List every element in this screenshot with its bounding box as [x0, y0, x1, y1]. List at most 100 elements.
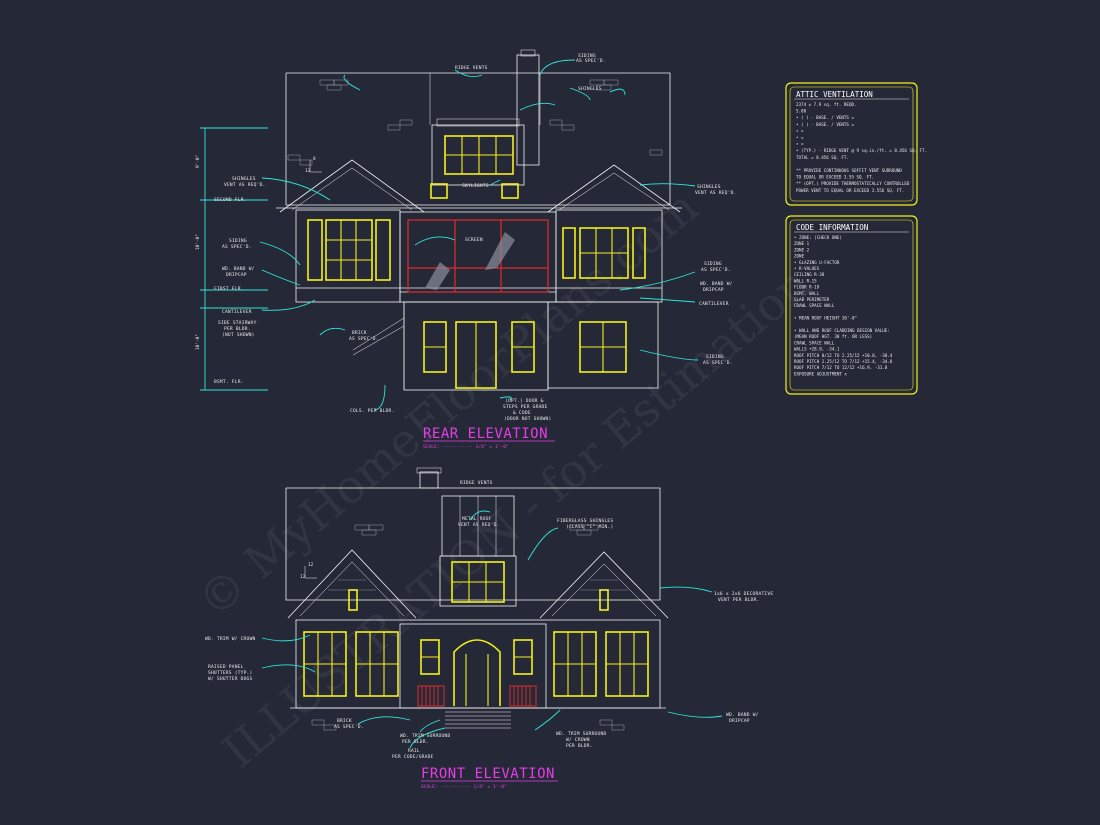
attic-line: • ( ) - BASE. / VENTS = [796, 115, 854, 120]
code-line: (MEAN ROOF HGT. 30 ft. OR LESS) [794, 334, 872, 339]
front-label-band-2: DRIPCAP [729, 718, 750, 724]
front-label-decorative-1: 1x6 x 2x6 DECORATIVE [714, 591, 773, 597]
code-line: ZONE 2 [794, 247, 810, 252]
rear-label-brick-1: BRICK [352, 330, 367, 336]
rear-label-band-r2: DRIPCAP [703, 287, 724, 293]
code-line: SLAB PERIMETER [794, 297, 830, 302]
code-line: CRAWL SPACE WALL [794, 340, 835, 345]
attic-ventilation-panel: ATTIC VENTILATION 2374 ± 7.9 sq. ft. REQ… [785, 82, 927, 206]
rear-elevation-scale: SCALE: ----------- 1/4" = 1'-0" [423, 444, 509, 450]
rear-label-band-r1: WD. BAND W/ [700, 281, 733, 287]
rear-dim-3: 10'-0" [195, 334, 201, 350]
rear-label-siding-r1: SIDING [704, 261, 722, 267]
front-label-brick-2: AS SPEC'D. [334, 724, 364, 730]
rear-label-screen: SCREEN [465, 237, 483, 243]
rear-label-shingles-vent-r2: VENT AS REQ'D. [695, 190, 737, 196]
attic-line: ** (OPT.) PROVIDE THERMOSTATICALLY CONTR… [796, 181, 910, 186]
rear-label-bsmt-flr: BSMT. FLR. [214, 379, 244, 385]
code-line: ROOF PITCH 2.25/12 TO 7/12 +15.4, -34.8 [794, 359, 893, 364]
code-line: • GLAZING U-FACTOR [794, 260, 840, 265]
front-label-metal-roof-1: METAL ROOF [462, 516, 492, 522]
attic-ventilation-lines: 2374 ± 7.9 sq. ft. REQD.5.00• ( ) - BASE… [796, 102, 927, 193]
code-line: WALL R-15 [794, 278, 817, 283]
code-line: FLOOR R-19 [794, 285, 820, 290]
attic-line: 2374 ± 7.9 sq. ft. REQD. [796, 102, 857, 107]
front-label-trim-surround-crown-3: PER BLDR. [566, 743, 593, 749]
rear-dim-2: 10'-0" [195, 234, 201, 250]
code-line: CRAWL SPACE WALL [794, 303, 835, 308]
rear-label-band-l1: WD. BAND W/ [222, 266, 255, 272]
rear-label-door-3: & CODE [513, 410, 531, 416]
front-label-brick-1: BRICK [337, 718, 352, 724]
attic-line: • (TYP.) - RIDGE VENT @ 9 sq.in./ft. = 8… [796, 148, 927, 153]
front-label-fiberglass-2: (CLASS "C" MIN.) [566, 524, 613, 530]
front-label-shutters-3: W/ SHUTTER DOGS [208, 676, 253, 682]
attic-line: • = [796, 142, 804, 147]
rear-label-door-1: (OPT.) DOOR & [505, 398, 544, 404]
front-label-trim-surround-crown-2: W/ CROWN [566, 737, 590, 743]
front-label-rail-2: PER CODE/GRADE [392, 754, 434, 760]
rear-label-first-flr: FIRST FLR. [214, 286, 244, 292]
rear-label-band-l2: DRIPCAP [226, 272, 247, 278]
rear-label-stair-1: SIDE STAIRWAY [218, 320, 257, 326]
rear-label-cantilever-l: CANTILEVER [222, 309, 252, 315]
attic-line: • ( ) - BASE. / VENTS = [796, 122, 854, 127]
code-information-title: CODE INFORMATION [796, 223, 868, 232]
attic-line: 5.00 [796, 109, 807, 114]
attic-line: • = [796, 135, 804, 140]
code-line: ROOF PITCH 7/12 TO 12/12 +16.9, -31.8 [794, 365, 888, 370]
rear-label-siding-l1: SIDING [229, 238, 247, 244]
rear-label-stair-2: PER BLDR. [224, 326, 251, 332]
rear-label-ridge-vents: RIDGE VENTS [455, 65, 488, 71]
attic-line: POWER VENT TO EQUAL OR EXCEED 3.556 SQ. … [796, 188, 904, 193]
code-line: ZONE [794, 254, 805, 259]
code-line: • WALL AND ROOF CLADDING DESIGN VALUE: [794, 328, 890, 333]
rear-elevation: 9'-0" 10'-0" 10'-0" 8 12 RIDGE VENTS SID… [195, 49, 737, 450]
rear-label-cantilever-r: CANTILEVER [699, 301, 729, 307]
front-label-band-1: WD. BAND W/ [726, 712, 759, 718]
rear-label-skylights: SKYLIGHTS [462, 183, 489, 189]
code-line: ZONE 1 [794, 241, 810, 246]
rear-label-stair-3: (NOT SHOWN) [222, 332, 255, 338]
rear-label-door-2: STEPS PER GRADE [503, 404, 548, 410]
code-line: WALLS +28.8, -34.1 [794, 347, 840, 352]
rear-dim-1: 9'-0" [195, 155, 201, 168]
front-elevation: 12 12 RIDGE VENTS METAL ROOF VENT AS REQ… [205, 467, 773, 790]
front-label-shutters-2: SHUTTERS (TYP.) [208, 670, 253, 676]
code-line: CEILING R-38 [794, 272, 825, 277]
attic-line: TO EQUAL OR EXCEED 3.55 SQ. FT. [796, 175, 874, 180]
rear-label-door-4: (DOOR NOT SHOWN) [504, 416, 551, 422]
front-label-decorative-2: VENT PER BLDR. [718, 597, 760, 603]
front-label-trim-surround-2: PER BLDR. [402, 739, 429, 745]
front-label-shutters-1: RAISED PANEL [208, 664, 244, 670]
rear-label-shingles-vent-r1: SHINGLES [697, 184, 721, 190]
rear-label-shingles-vent-l1: SHINGLES [232, 176, 256, 182]
front-label-ridge-vents: RIDGE VENTS [460, 480, 493, 486]
front-pitch-run: 12 [300, 574, 306, 580]
rear-pitch-run: 12 [305, 168, 311, 174]
rear-label-shingles-vent-l2: VENT AS REQ'D. [224, 182, 266, 188]
code-information-panel: CODE INFORMATION • ZONE: (CHECK ONE) ZON… [785, 215, 918, 395]
code-line: EXPOSURE ADJUSTMENT x [794, 371, 847, 376]
rear-label-siding-low-1: SIDING [706, 354, 724, 360]
front-pitch: 12 [308, 562, 314, 568]
rear-label-brick-2: AS SPEC'D. [349, 336, 379, 342]
front-elevation-title: FRONT ELEVATION [421, 766, 555, 782]
attic-line: • = [796, 128, 804, 133]
rear-label-siding-r2: AS SPEC'D. [701, 267, 731, 273]
rear-label-siding-top-1: SIDING [578, 53, 596, 59]
code-line: BSMT. WALL [794, 291, 820, 296]
rear-label-second-flr: SECOND FLR. [214, 197, 247, 203]
rear-label-shingles: SHINGLES [578, 86, 602, 92]
code-line: ROOF PITCH 0/12 TO 2.25/12 +10.0, -30.4 [794, 353, 893, 358]
rear-pitch: 8 [313, 156, 316, 162]
front-label-trim-crown: WD. TRIM W/ CROWN [205, 636, 255, 642]
rear-label-siding-low-2: AS SPEC'D. [703, 360, 733, 366]
attic-line: TOTAL = 8.456 SQ. FT. [796, 155, 849, 160]
front-label-trim-surround-crown-1: WD. TRIM SURROUND [556, 731, 606, 737]
code-line: • MEAN ROOF HEIGHT 30'-0" [794, 316, 857, 321]
front-label-rail-1: RAIL [408, 748, 420, 754]
front-label-metal-roof-2: VENT AS REQ'D. [458, 522, 500, 528]
attic-line: ** PROVIDE CONTINUOUS SOFFIT VENT SURROU… [796, 168, 902, 173]
